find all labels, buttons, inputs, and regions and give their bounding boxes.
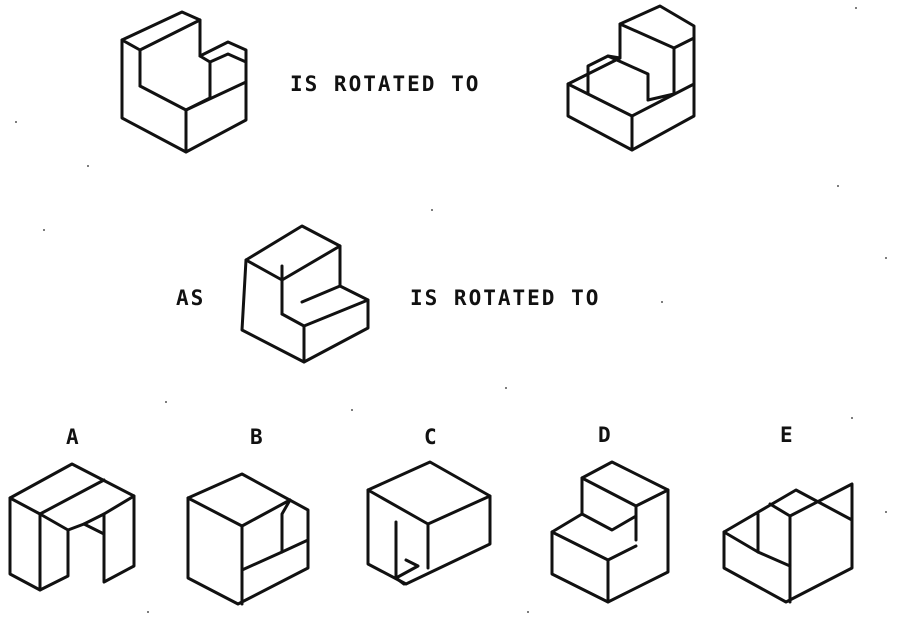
option-label-d: D	[598, 423, 613, 447]
option-figure-b[interactable]	[186, 472, 310, 606]
option-label-a: A	[66, 425, 81, 449]
option-figure-c[interactable]	[366, 460, 492, 586]
example-figure-original	[120, 10, 248, 154]
query-caption: IS ROTATED TO	[410, 286, 600, 310]
option-label-e: E	[780, 423, 795, 447]
example-figure-rotated	[566, 4, 696, 152]
as-label: AS	[176, 286, 205, 310]
scan-noise	[15, 7, 887, 613]
option-label-b: B	[250, 425, 265, 449]
option-label-c: C	[424, 425, 439, 449]
query-figure	[240, 224, 370, 364]
option-figure-a[interactable]	[8, 462, 136, 592]
example-caption: IS ROTATED TO	[290, 72, 480, 96]
option-figure-d[interactable]	[550, 460, 670, 604]
option-figure-e[interactable]	[722, 482, 854, 604]
